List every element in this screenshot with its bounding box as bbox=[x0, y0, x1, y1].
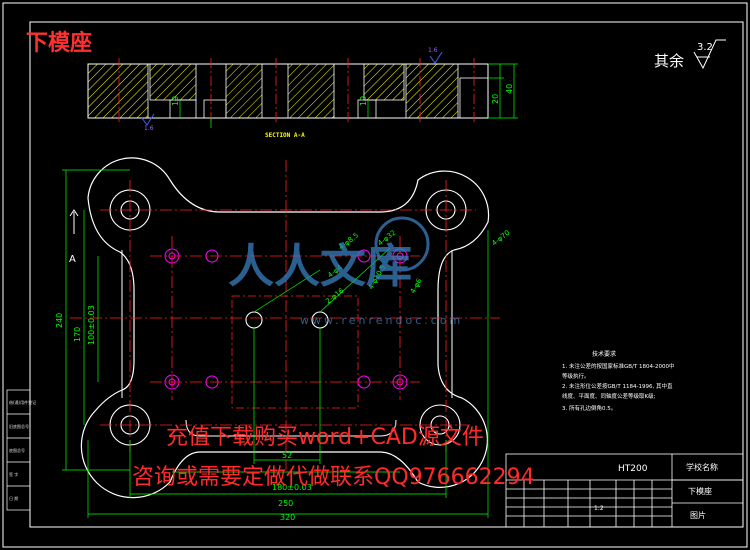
title-block-scale: 1:2 bbox=[594, 505, 604, 512]
section-dim-19b: 19 bbox=[359, 96, 368, 106]
notes-line-1: 1. 未注公差的按国家标准GB/T 1804-2000中 bbox=[562, 362, 674, 370]
title-block-material: HT200 bbox=[618, 464, 648, 474]
plate-outline bbox=[80, 157, 490, 499]
plan-dim-52: 52 bbox=[282, 451, 292, 460]
notes-heading: 技术要求 bbox=[592, 350, 616, 358]
side-strip-cell-5: 日 期 bbox=[9, 495, 18, 501]
roughness-bottom-value: 1.6 bbox=[144, 125, 154, 132]
plan-dim-180: 180±0.03 bbox=[272, 483, 312, 492]
roughness-other-label: 其余 bbox=[654, 52, 684, 70]
roughness-top-value: 1.6 bbox=[428, 47, 438, 54]
plan-dim-320: 320 bbox=[280, 513, 295, 522]
callout-70: 4-φ70 bbox=[490, 229, 511, 248]
side-strip-cell-1: 借(通)用件登记 bbox=[9, 399, 36, 405]
notes-line-5: 3. 所有孔边倒角0.5。 bbox=[562, 404, 616, 412]
drawing-title: 下模座 bbox=[26, 30, 92, 56]
side-strip-cell-3: 底图总号 bbox=[9, 447, 25, 453]
roughness-other-symbol: 其余 3.2 bbox=[654, 39, 726, 70]
inner-frame bbox=[29, 21, 744, 528]
plan-dim-250: 250 bbox=[278, 499, 293, 508]
title-block-drawing-no: 图片 bbox=[690, 510, 706, 520]
plan-dim-170: 170 bbox=[73, 327, 82, 342]
title-block-part-name: 下模座 bbox=[688, 486, 712, 496]
watermark-url: www.renrendoc.com bbox=[300, 314, 463, 327]
title-block-school: 学校名称 bbox=[686, 462, 718, 472]
section-view: 19 19 20 40 1.6 1.6 SECTION A-A bbox=[87, 47, 518, 139]
roughness-bottom-mark: 1.6 bbox=[141, 113, 155, 132]
side-strip-cell-2: 旧底图总号 bbox=[9, 423, 29, 429]
plan-dim-100: 100±0.03 bbox=[87, 305, 96, 345]
plan-dim-240: 240 bbox=[55, 313, 64, 328]
roughness-other-value: 3.2 bbox=[697, 42, 713, 53]
notes-line-3: 2. 未注形位公差按GB/T 1184-1996, 其中直 bbox=[562, 382, 673, 390]
notes-line-4: 线度、平面度、同轴度公差等级取K级; bbox=[562, 392, 656, 400]
watermark: 人人文库 www.renrendoc.com bbox=[228, 216, 463, 327]
title-block bbox=[505, 453, 744, 528]
section-dim-40: 40 bbox=[505, 84, 514, 94]
watermark-brand: 人人文库 bbox=[228, 239, 412, 293]
ad-line-1: 充值下载购买word+CAD源文件 bbox=[166, 425, 484, 450]
roughness-top-mark: 1.6 bbox=[428, 47, 443, 64]
ad-line-2: 咨询或需要定做代做联系QQ976662294 bbox=[132, 465, 535, 490]
plan-dimension-lines bbox=[62, 169, 489, 518]
section-label: SECTION A-A bbox=[265, 132, 305, 139]
section-dim-20: 20 bbox=[491, 94, 500, 104]
section-dim-19a: 19 bbox=[171, 96, 180, 106]
plan-view: A bbox=[69, 157, 500, 499]
notes-line-2: 等级执行。 bbox=[562, 372, 590, 380]
side-strip-cell-4: 签 字 bbox=[9, 471, 18, 477]
technical-notes: 技术要求 1. 未注公差的按国家标准GB/T 1804-2000中 等级执行。 … bbox=[562, 350, 674, 412]
side-strip bbox=[6, 389, 31, 511]
view-marker-a: A bbox=[69, 254, 76, 265]
